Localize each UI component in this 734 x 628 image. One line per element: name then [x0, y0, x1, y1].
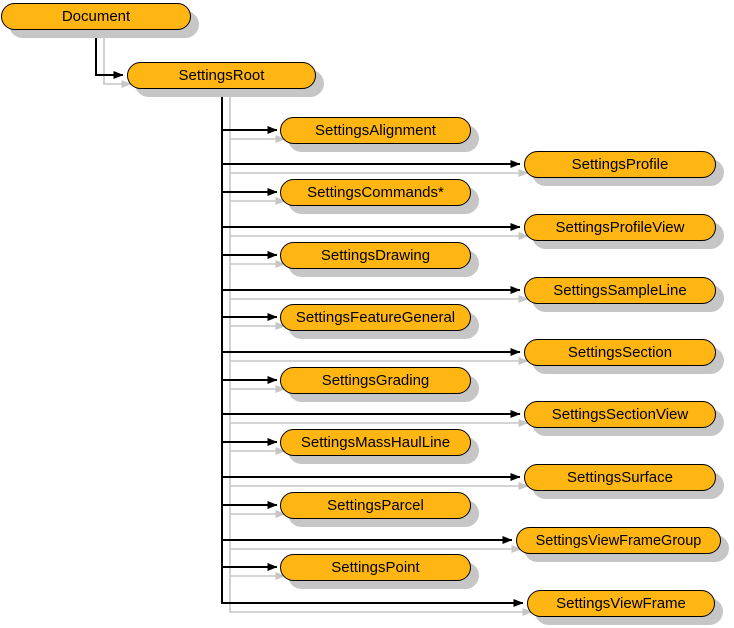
node-settingsroot[interactable]: SettingsRoot	[127, 62, 316, 89]
connectors	[95, 29, 524, 607]
node-settingsprofileview[interactable]: SettingsProfileView	[524, 214, 716, 241]
node-settingsmasshaulline[interactable]: SettingsMassHaulLine	[280, 429, 471, 456]
node-settingsprofile[interactable]: SettingsProfile	[524, 151, 716, 178]
node-settingssurface[interactable]: SettingsSurface	[524, 464, 716, 491]
node-settingsfeaturegeneral[interactable]: SettingsFeatureGeneral	[280, 304, 471, 331]
edge-trunk-settingsviewframe	[221, 88, 524, 607]
edge-shadow	[229, 97, 533, 616]
node-settingssampleline[interactable]: SettingsSampleLine	[524, 277, 716, 304]
node-settingsdrawing[interactable]: SettingsDrawing	[280, 242, 471, 269]
node-settingsalignment[interactable]: SettingsAlignment	[280, 117, 471, 144]
node-settingsviewframe[interactable]: SettingsViewFrame	[527, 590, 715, 617]
node-settingsviewframegroup[interactable]: SettingsViewFrameGroup	[516, 527, 721, 554]
node-settingssection[interactable]: SettingsSection	[524, 339, 716, 366]
edge-shadow	[103, 38, 132, 88]
node-settingspoint[interactable]: SettingsPoint	[280, 554, 471, 581]
node-settingsparcel[interactable]: SettingsParcel	[280, 492, 471, 519]
node-document[interactable]: Document	[1, 3, 191, 30]
edge-document-settingsroot	[95, 29, 124, 79]
node-settingscommands[interactable]: SettingsCommands*	[280, 179, 471, 206]
node-settingsgrading[interactable]: SettingsGrading	[280, 367, 471, 394]
node-settingssectionview[interactable]: SettingsSectionView	[524, 401, 716, 428]
connector-shadows	[103, 38, 533, 616]
